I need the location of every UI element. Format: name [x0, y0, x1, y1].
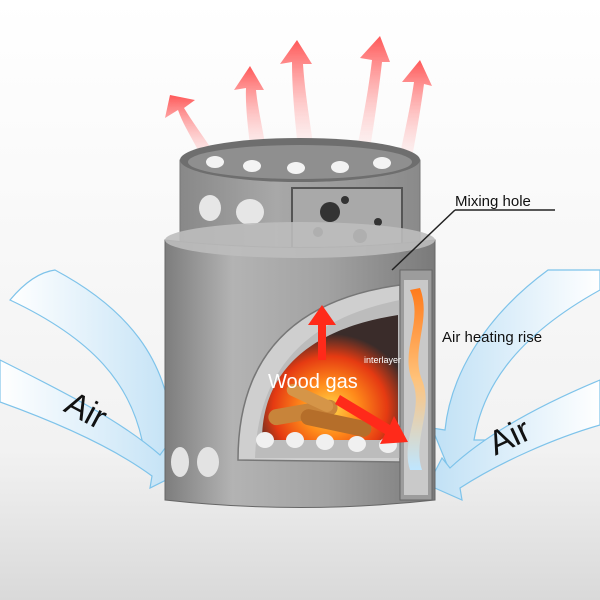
log-3	[286, 383, 334, 413]
mixing-hole-callout: Mixing hole	[391, 193, 555, 271]
air-arrow-right	[427, 269, 600, 501]
wood-gas-arrows	[308, 305, 408, 444]
stove-body	[164, 222, 436, 508]
log-2	[300, 409, 372, 437]
heat-arrow-3	[280, 40, 316, 168]
air-heating-rise-label: Air heating rise	[442, 329, 542, 346]
heat-arrow-5	[395, 60, 432, 178]
interlayer-label: interlayer	[364, 355, 401, 365]
wood-gas-label: Wood gas	[268, 371, 358, 393]
mixing-hole-label: Mixing hole	[455, 193, 531, 210]
air-heating-flow	[407, 288, 426, 470]
heat-arrow-4	[352, 36, 390, 172]
